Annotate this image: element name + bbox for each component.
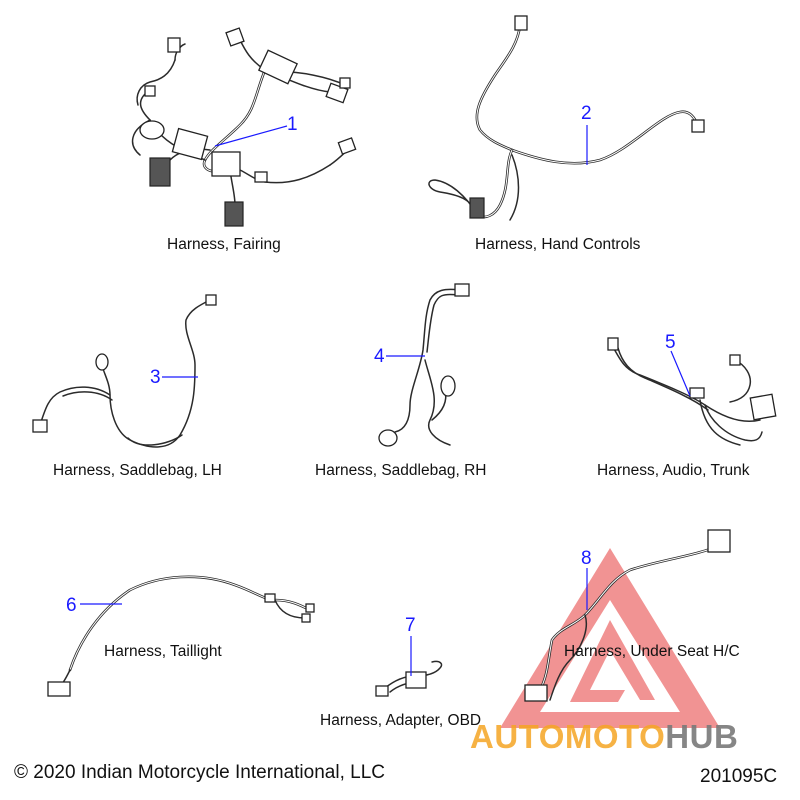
- caption-under-seat-hc: Harness, Under Seat H/C: [564, 643, 740, 660]
- caption-taillight: Harness, Taillight: [104, 643, 222, 660]
- copyright-text: © 2020 Indian Motorcycle International, …: [14, 762, 385, 783]
- obd-adapter-harness-drawing: [375, 660, 443, 697]
- callout-7[interactable]: 7: [405, 615, 416, 636]
- leader-lines: [80, 125, 691, 676]
- caption-obd-adapter: Harness, Adapter, OBD: [320, 712, 482, 729]
- caption-fairing: Harness, Fairing: [167, 236, 281, 253]
- caption-hand-controls: Harness, Hand Controls: [475, 236, 641, 253]
- watermark-text: AUTOMOTOHUB: [470, 718, 738, 756]
- audio-trunk-harness-drawing: [607, 337, 777, 446]
- taillight-harness-drawing: [47, 575, 315, 697]
- watermark-part2: HUB: [665, 718, 739, 755]
- callout-4[interactable]: 4: [374, 346, 385, 367]
- caption-audio-trunk: Harness, Audio, Trunk: [597, 462, 750, 479]
- triangle-a-logo-icon: [500, 548, 720, 728]
- saddlebag-rh-harness-drawing: [378, 283, 470, 447]
- callout-8[interactable]: 8: [581, 548, 592, 569]
- fairing-harness-drawing: [131, 27, 357, 227]
- watermark-part1: AUTOMOTO: [470, 718, 666, 755]
- caption-saddlebag-lh: Harness, Saddlebag, LH: [53, 462, 222, 479]
- under-seat-hc-harness-drawing: [524, 529, 731, 702]
- callout-1[interactable]: 1: [287, 114, 298, 135]
- saddlebag-lh-harness-drawing: [32, 294, 217, 448]
- callout-3[interactable]: 3: [150, 367, 161, 388]
- caption-saddlebag-rh: Harness, Saddlebag, RH: [315, 462, 487, 479]
- callout-6[interactable]: 6: [66, 595, 77, 616]
- hand-controls-harness-drawing: [428, 15, 705, 221]
- callout-5[interactable]: 5: [665, 332, 676, 353]
- diagram-id: 201095C: [700, 766, 778, 787]
- callout-2[interactable]: 2: [581, 103, 592, 124]
